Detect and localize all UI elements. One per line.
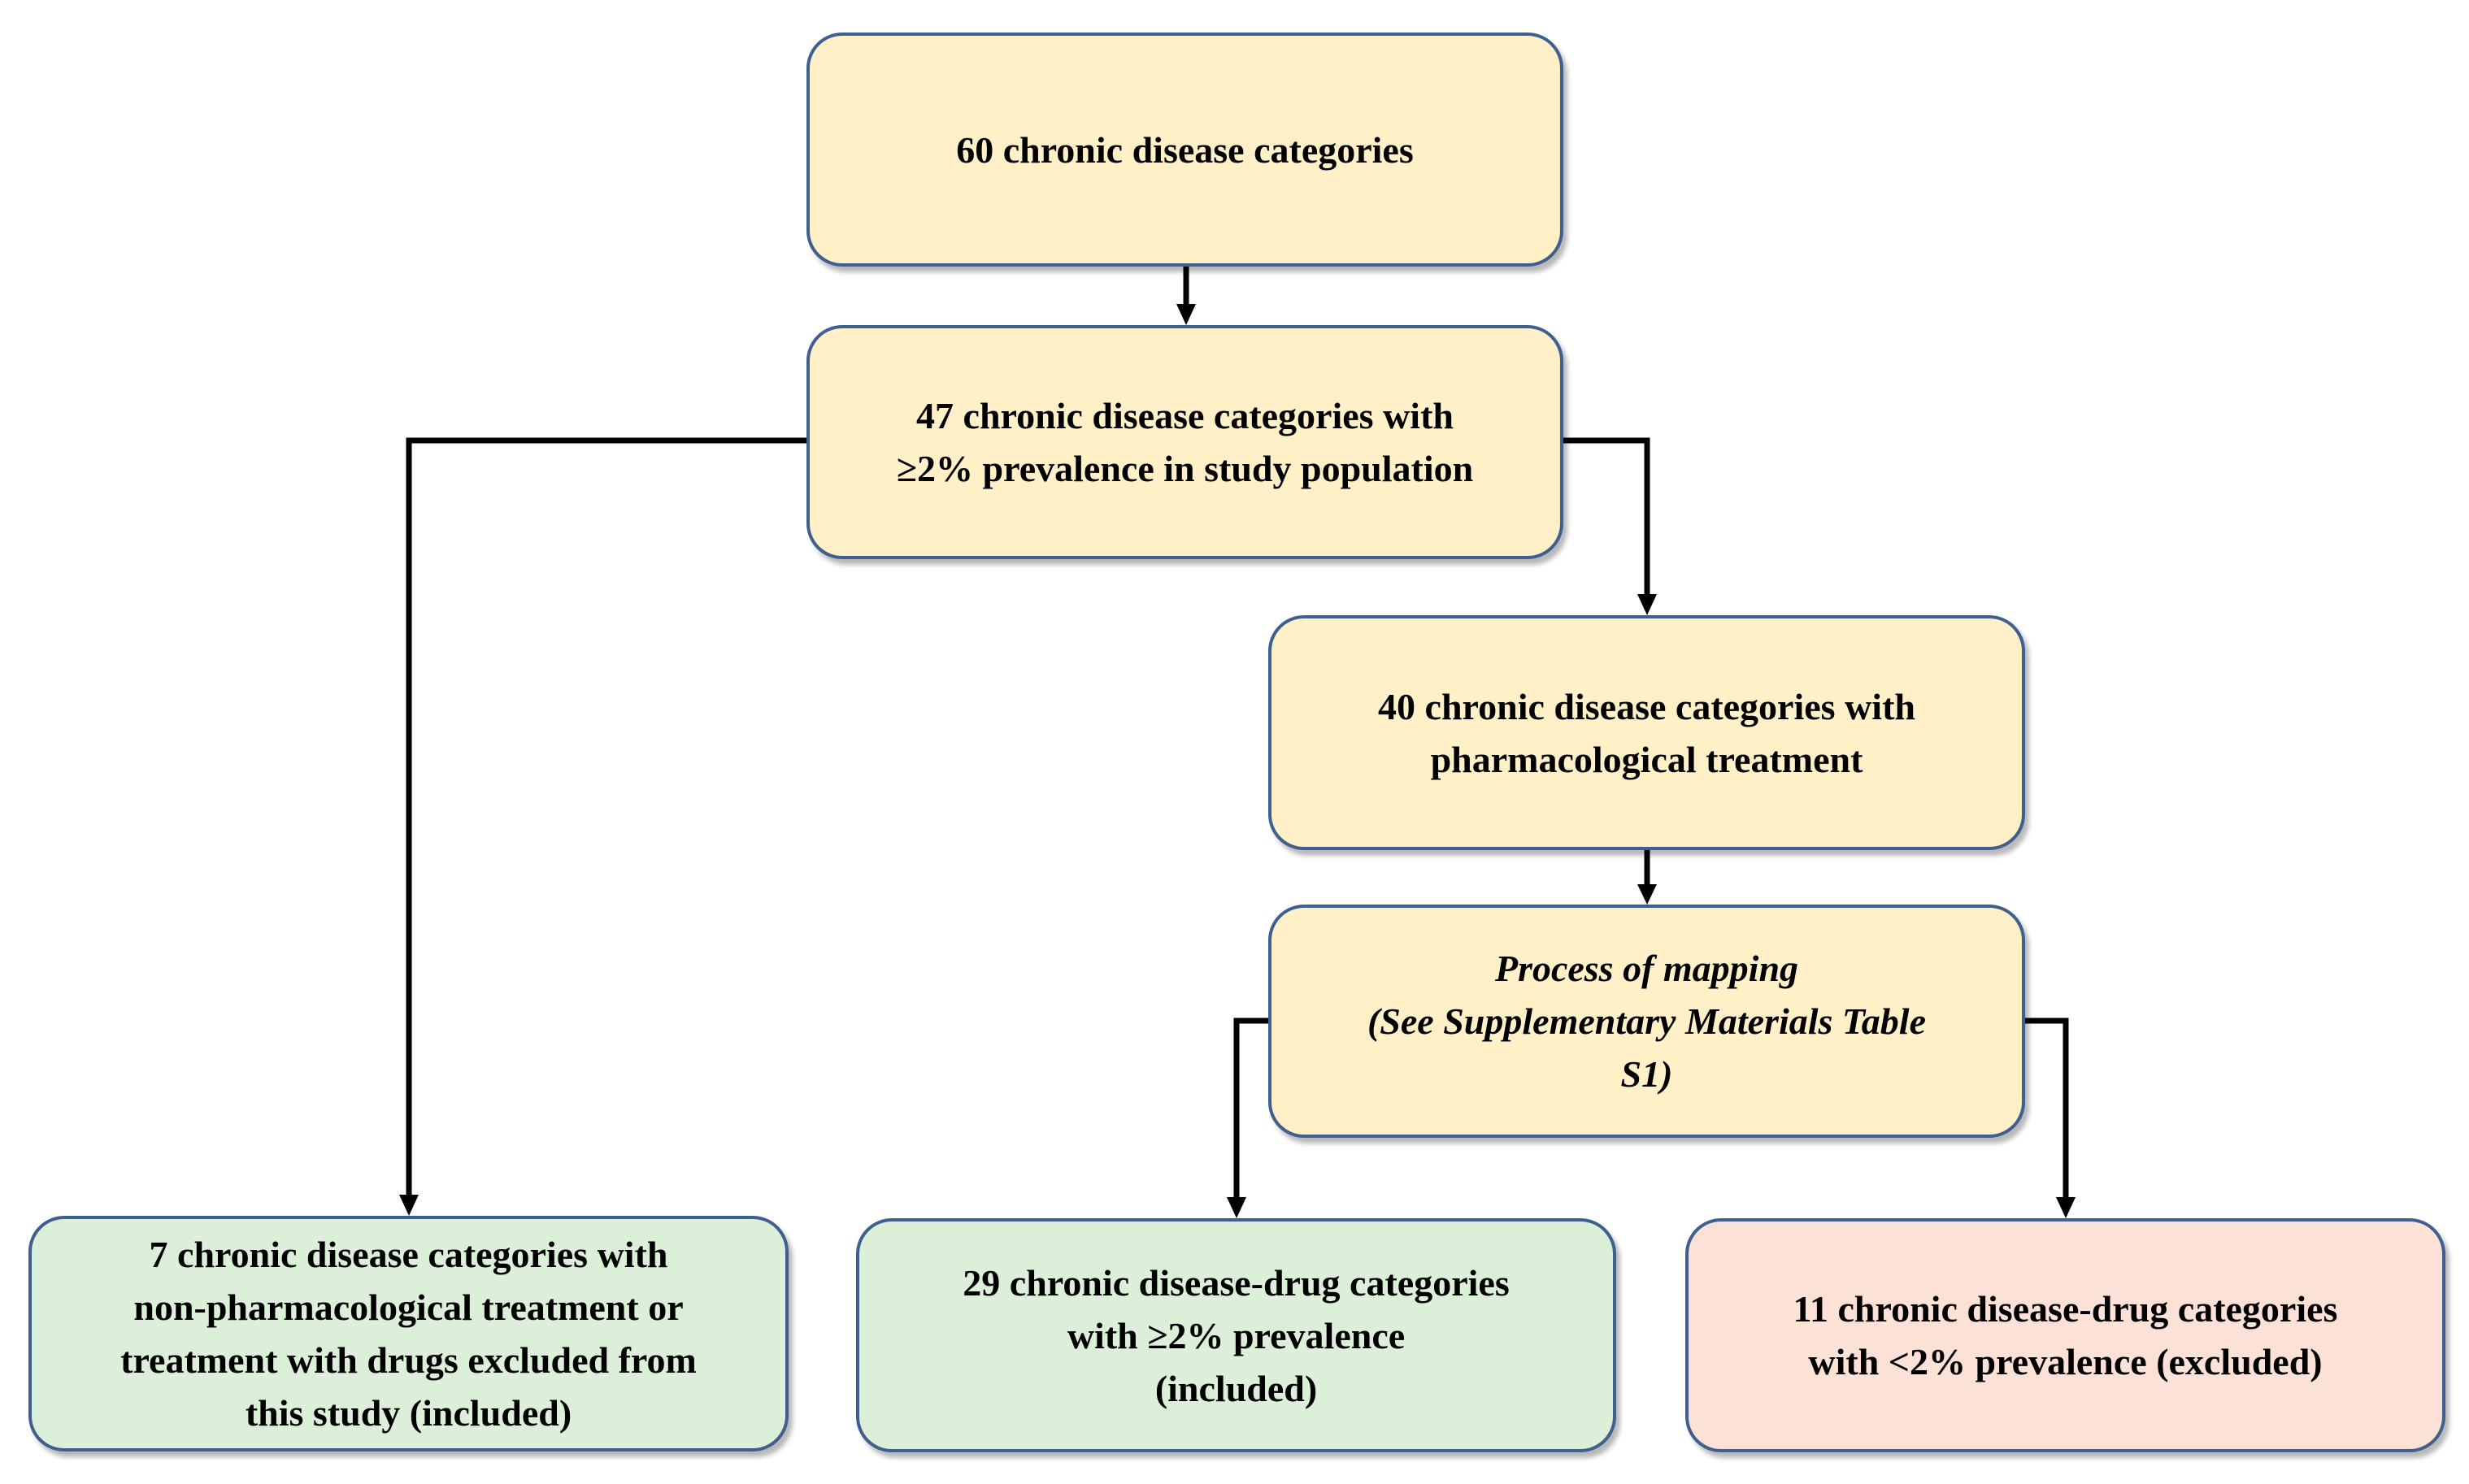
edge-47-to-7 [406, 437, 806, 1195]
node-40-categories: 40 chronic disease categories with pharm… [1268, 615, 2025, 850]
node-7-line2: non-pharmacological treatment or [133, 1287, 684, 1328]
node-29-line2: with ≥2% prevalence [1067, 1314, 1406, 1356]
arrowhead-40-to-mapping [1637, 884, 1657, 905]
node-11-line2: with <2% prevalence (excluded) [1808, 1341, 2323, 1382]
node-47-line1: 47 chronic disease categories with [916, 395, 1454, 436]
node-29-line1: 29 chronic disease-drug categories [963, 1261, 1510, 1304]
node-11-categories-excluded: 11 chronic disease-drug categories with … [1685, 1218, 2445, 1452]
mapping-line3: S1) [1620, 1053, 1673, 1095]
node-60-text: 60 chronic disease categories [956, 128, 1414, 171]
node-7-line3: treatment with drugs excluded from [120, 1339, 697, 1381]
node-11-line1: 11 chronic disease-drug categories [1793, 1288, 2338, 1330]
node-29-line3: (included) [1154, 1367, 1318, 1409]
arrowhead-mapping-to-29 [1227, 1197, 1246, 1218]
arrowhead-60-to-47 [1176, 304, 1196, 325]
node-40-line2: pharmacological treatment [1430, 738, 1863, 780]
node-7-line4: this study (included) [245, 1392, 572, 1434]
node-mapping-process: Process of mapping (See Supplementary Ma… [1268, 905, 2025, 1138]
edge-mapping-to-11 [2025, 1018, 2069, 1197]
node-47-categories: 47 chronic disease categories with ≥2% p… [806, 325, 1563, 559]
node-60-categories: 60 chronic disease categories [806, 33, 1563, 267]
edge-mapping-to-29 [1233, 1018, 1268, 1197]
edge-47-to-40 [1563, 437, 1650, 597]
arrowhead-47-to-40 [1637, 594, 1657, 615]
node-29-categories-included: 29 chronic disease-drug categories with … [856, 1218, 1616, 1452]
node-40-line1: 40 chronic disease categories with [1378, 685, 1915, 727]
node-47-line2: ≥2% prevalence in study population [896, 448, 1474, 489]
arrowhead-mapping-to-11 [2056, 1197, 2076, 1218]
node-7-line1: 7 chronic disease categories with [149, 1234, 668, 1275]
mapping-line2: (See Supplementary Materials Table [1367, 1000, 1926, 1042]
node-7-categories-included: 7 chronic disease categories with non-ph… [28, 1216, 789, 1451]
arrowhead-47-to-7 [399, 1195, 419, 1216]
mapping-line1: Process of mapping [1494, 948, 1799, 989]
